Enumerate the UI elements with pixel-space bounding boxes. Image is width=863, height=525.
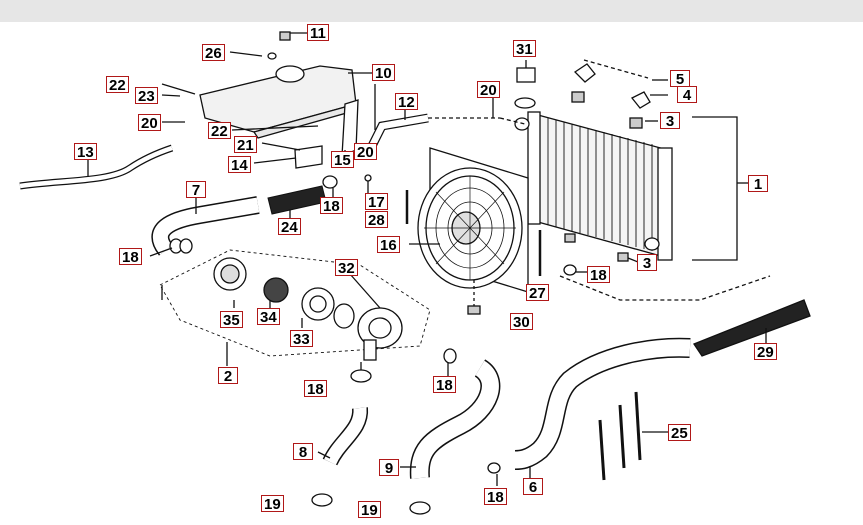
callout-14: 14: [228, 156, 251, 174]
callout-35: 35: [220, 311, 243, 329]
callout-32: 32: [335, 259, 358, 277]
callout-20: 20: [138, 114, 161, 132]
callout-11: 11: [307, 24, 329, 42]
callout-33: 33: [290, 330, 313, 348]
callout-4: 4: [677, 86, 697, 104]
callout-22: 22: [106, 76, 129, 94]
callout-21: 21: [234, 136, 257, 154]
callout-26: 26: [202, 44, 225, 62]
callout-10: 10: [372, 64, 395, 82]
callout-20: 20: [354, 143, 377, 161]
callout-19: 19: [261, 495, 284, 513]
reservoir-tank: [199, 31, 358, 139]
callout-1: 1: [748, 175, 768, 193]
callout-27: 27: [526, 284, 549, 302]
callout-19: 19: [358, 501, 381, 519]
callout-2: 2: [218, 367, 238, 385]
callout-13: 13: [74, 143, 97, 161]
callout-25: 25: [668, 424, 691, 442]
callout-8: 8: [293, 443, 313, 461]
callout-20: 20: [477, 81, 500, 99]
radiator: [514, 111, 673, 261]
callout-12: 12: [395, 93, 418, 111]
fan: [417, 147, 529, 293]
callout-18: 18: [433, 376, 456, 394]
callout-34: 34: [257, 308, 280, 326]
callout-31: 31: [513, 40, 536, 58]
callout-28: 28: [365, 211, 388, 229]
callout-17: 17: [365, 193, 388, 211]
callout-29: 29: [754, 343, 777, 361]
callout-18: 18: [320, 197, 343, 215]
callout-16: 16: [377, 236, 400, 254]
callout-3: 3: [660, 112, 680, 130]
callout-9: 9: [379, 459, 399, 477]
callout-23: 23: [135, 87, 158, 105]
pump-assembly: [159, 249, 431, 361]
callout-22: 22: [208, 122, 231, 140]
callout-5: 5: [670, 70, 690, 88]
top-bar: [0, 0, 863, 22]
callout-7: 7: [186, 181, 206, 199]
callout-18: 18: [587, 266, 610, 284]
callout-30: 30: [510, 313, 533, 331]
callout-18: 18: [484, 488, 507, 506]
callout-18: 18: [119, 248, 142, 266]
callout-15: 15: [331, 151, 354, 169]
callout-6: 6: [523, 478, 543, 496]
callout-24: 24: [278, 218, 301, 236]
callout-18: 18: [304, 380, 327, 398]
callout-3: 3: [637, 254, 657, 272]
